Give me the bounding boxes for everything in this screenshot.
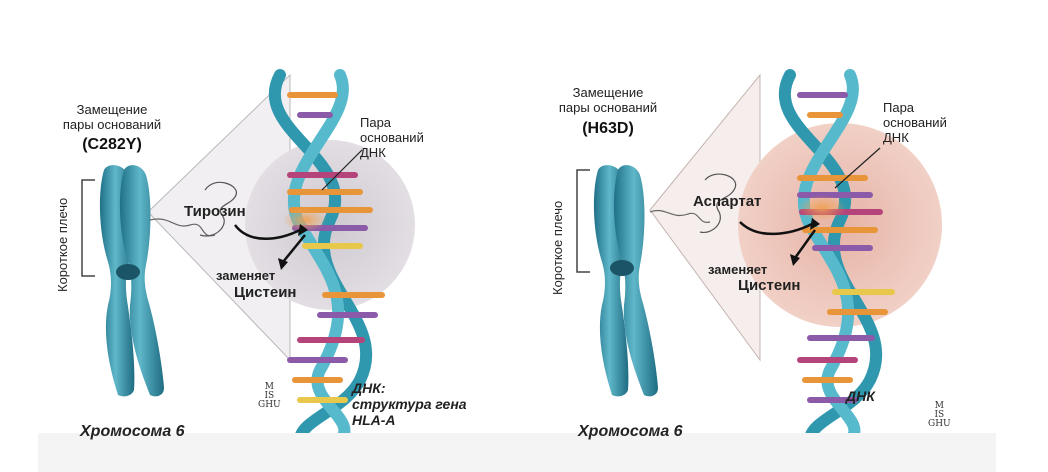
arrowhead-right-2 xyxy=(790,254,800,266)
protein-squiggle-left xyxy=(199,181,237,237)
replace-arrow-left xyxy=(282,234,306,263)
right-chromosome-label: Хромосома 6 xyxy=(578,423,683,440)
gene-tail-right xyxy=(649,210,711,223)
right-code-text: H63D xyxy=(587,120,629,137)
right-replaces-label: заменяет xyxy=(708,262,768,277)
left-amino-to: Цистеин xyxy=(234,284,297,301)
right-substitution-title: Замещение пары оснований xyxy=(558,85,658,115)
right-dna-caption: ДНК xyxy=(846,388,875,404)
left-replaces-label: заменяет xyxy=(216,268,276,283)
right-panel xyxy=(576,69,942,446)
replace-arrow-right xyxy=(793,229,817,259)
pair-pointer-left xyxy=(321,149,363,191)
arm-bracket-left xyxy=(81,179,95,277)
arm-bracket-right xyxy=(576,169,590,273)
right-mutation-code: (H63D) xyxy=(582,120,634,137)
right-base-pair-label: Пара оснований ДНК xyxy=(883,100,947,145)
left-dna-caption: ДНК: структура гена HLA-A xyxy=(352,380,467,428)
mutation-arrow-left xyxy=(234,224,301,240)
left-substitution-title: Замещение пары оснований xyxy=(62,102,162,132)
left-amino-from: Тирозин xyxy=(184,203,246,220)
arrowhead-right-1 xyxy=(810,218,820,230)
gene-tail-left xyxy=(149,218,216,237)
bottom-strip xyxy=(38,433,996,472)
left-base-pair-label: Пара оснований ДНК xyxy=(360,115,424,160)
protein-squiggle-right xyxy=(699,173,737,234)
left-mutation-code: (C282Y) xyxy=(82,136,142,153)
left-logo: M IS GHU xyxy=(258,382,281,410)
mutation-arrow-right xyxy=(739,221,813,236)
arrowhead-left-2 xyxy=(278,258,288,270)
chromosome-left xyxy=(99,165,164,397)
right-amino-from: Аспартат xyxy=(693,193,762,210)
left-chromosome-label: Хромосома 6 xyxy=(80,423,185,440)
left-panel xyxy=(81,69,415,446)
arrowhead-left-1 xyxy=(298,224,308,236)
dna-helix-right xyxy=(778,69,895,446)
left-code-text: C282Y xyxy=(87,136,137,153)
right-logo: M IS GHU xyxy=(928,401,951,429)
pair-pointer-right xyxy=(834,147,881,189)
left-arm-label: Короткое плечо xyxy=(55,197,70,292)
chromosome-right xyxy=(593,165,658,397)
right-arm-label: Короткое плечо xyxy=(550,200,565,295)
dna-helix-left xyxy=(268,69,385,446)
right-amino-to: Цистеин xyxy=(738,277,801,294)
